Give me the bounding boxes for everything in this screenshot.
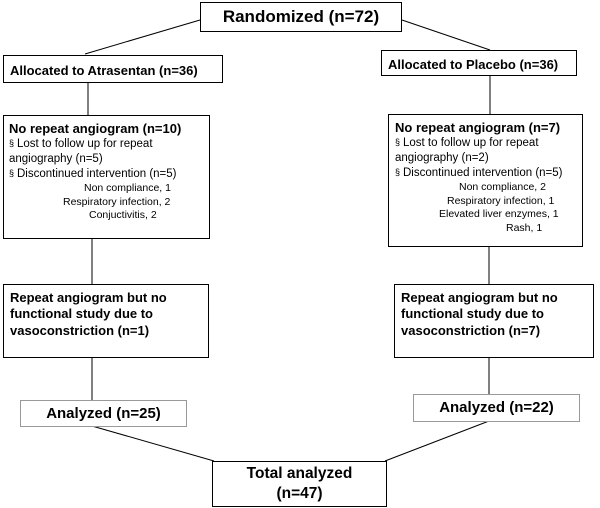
allocated-placebo-label: Allocated to Placebo (n=36) [388, 57, 559, 72]
bullet-icon: § [9, 168, 15, 179]
vasoconstriction-right-label: Repeat angiogram but no functional study… [401, 290, 558, 338]
no-repeat-left-discontinued-text: Discontinued intervention (n=5) [17, 168, 177, 181]
connector-left-analyzed-total [91, 425, 215, 462]
bullet-icon: § [395, 137, 401, 148]
no-repeat-right-discontinued: §Discontinued intervention (n=5) [395, 166, 578, 181]
no-repeat-right-reason: Respiratory infection, 1 [447, 194, 555, 207]
bullet-icon: § [9, 138, 15, 149]
no-repeat-left-lost-text: Lost to follow up for repeat angiography… [9, 138, 153, 166]
total-analyzed-count: (n=47) [276, 485, 323, 503]
total-analyzed-label: Total analyzed [246, 465, 353, 482]
no-repeat-left-box: No repeat angiogram (n=10) §Lost to foll… [3, 115, 210, 239]
bullet-icon: § [395, 167, 401, 178]
no-repeat-left-reason: Conjuctivitis, 2 [89, 209, 157, 222]
analyzed-left-box: Analyzed (n=25) [20, 400, 187, 427]
randomized-label: Randomized (n=72) [222, 7, 380, 26]
total-analyzed-box: Total analyzed (n=47) [212, 461, 387, 507]
randomized-box: Randomized (n=72) [200, 2, 402, 32]
no-repeat-right-lost-text: Lost to follow up for repeat angiography… [395, 137, 539, 165]
no-repeat-left-title: No repeat angiogram (n=10) [9, 121, 182, 136]
no-repeat-right-title: No repeat angiogram (n=7) [395, 120, 561, 135]
no-repeat-right-reason: Rash, 1 [506, 221, 543, 234]
no-repeat-left-discontinued: §Discontinued intervention (n=5) [9, 167, 205, 182]
allocated-atrasentan-label: Allocated to Atrasentan (n=36) [10, 63, 198, 78]
vasoconstriction-left-label: Repeat angiogram but no functional study… [10, 290, 167, 338]
no-repeat-left-lost: §Lost to follow up for repeat angiograph… [9, 137, 205, 167]
allocated-atrasentan-box: Allocated to Atrasentan (n=36) [3, 55, 223, 83]
allocated-placebo-box: Allocated to Placebo (n=36) [381, 50, 577, 76]
no-repeat-right-lost: §Lost to follow up for repeat angiograph… [395, 136, 578, 166]
connector-randomized-right [401, 19, 491, 51]
analyzed-right-label: Analyzed (n=22) [439, 399, 554, 416]
connector-right-analyzed-total [384, 420, 490, 462]
no-repeat-right-discontinued-text: Discontinued intervention (n=5) [403, 167, 563, 180]
connector-randomized-left [84, 19, 201, 55]
no-repeat-right-box: No repeat angiogram (n=7) §Lost to follo… [388, 114, 583, 247]
no-repeat-left-reason: Non compliance, 1 [84, 182, 171, 195]
vasoconstriction-right-box: Repeat angiogram but no functional study… [394, 284, 594, 358]
no-repeat-right-reason: Non compliance, 2 [459, 181, 546, 194]
vasoconstriction-left-box: Repeat angiogram but no functional study… [3, 284, 209, 358]
analyzed-right-box: Analyzed (n=22) [413, 394, 580, 422]
analyzed-left-label: Analyzed (n=25) [46, 405, 161, 422]
no-repeat-right-reason: Elevated liver enzymes, 1 [439, 208, 559, 221]
no-repeat-left-reason: Respiratory infection, 2 [63, 195, 171, 208]
